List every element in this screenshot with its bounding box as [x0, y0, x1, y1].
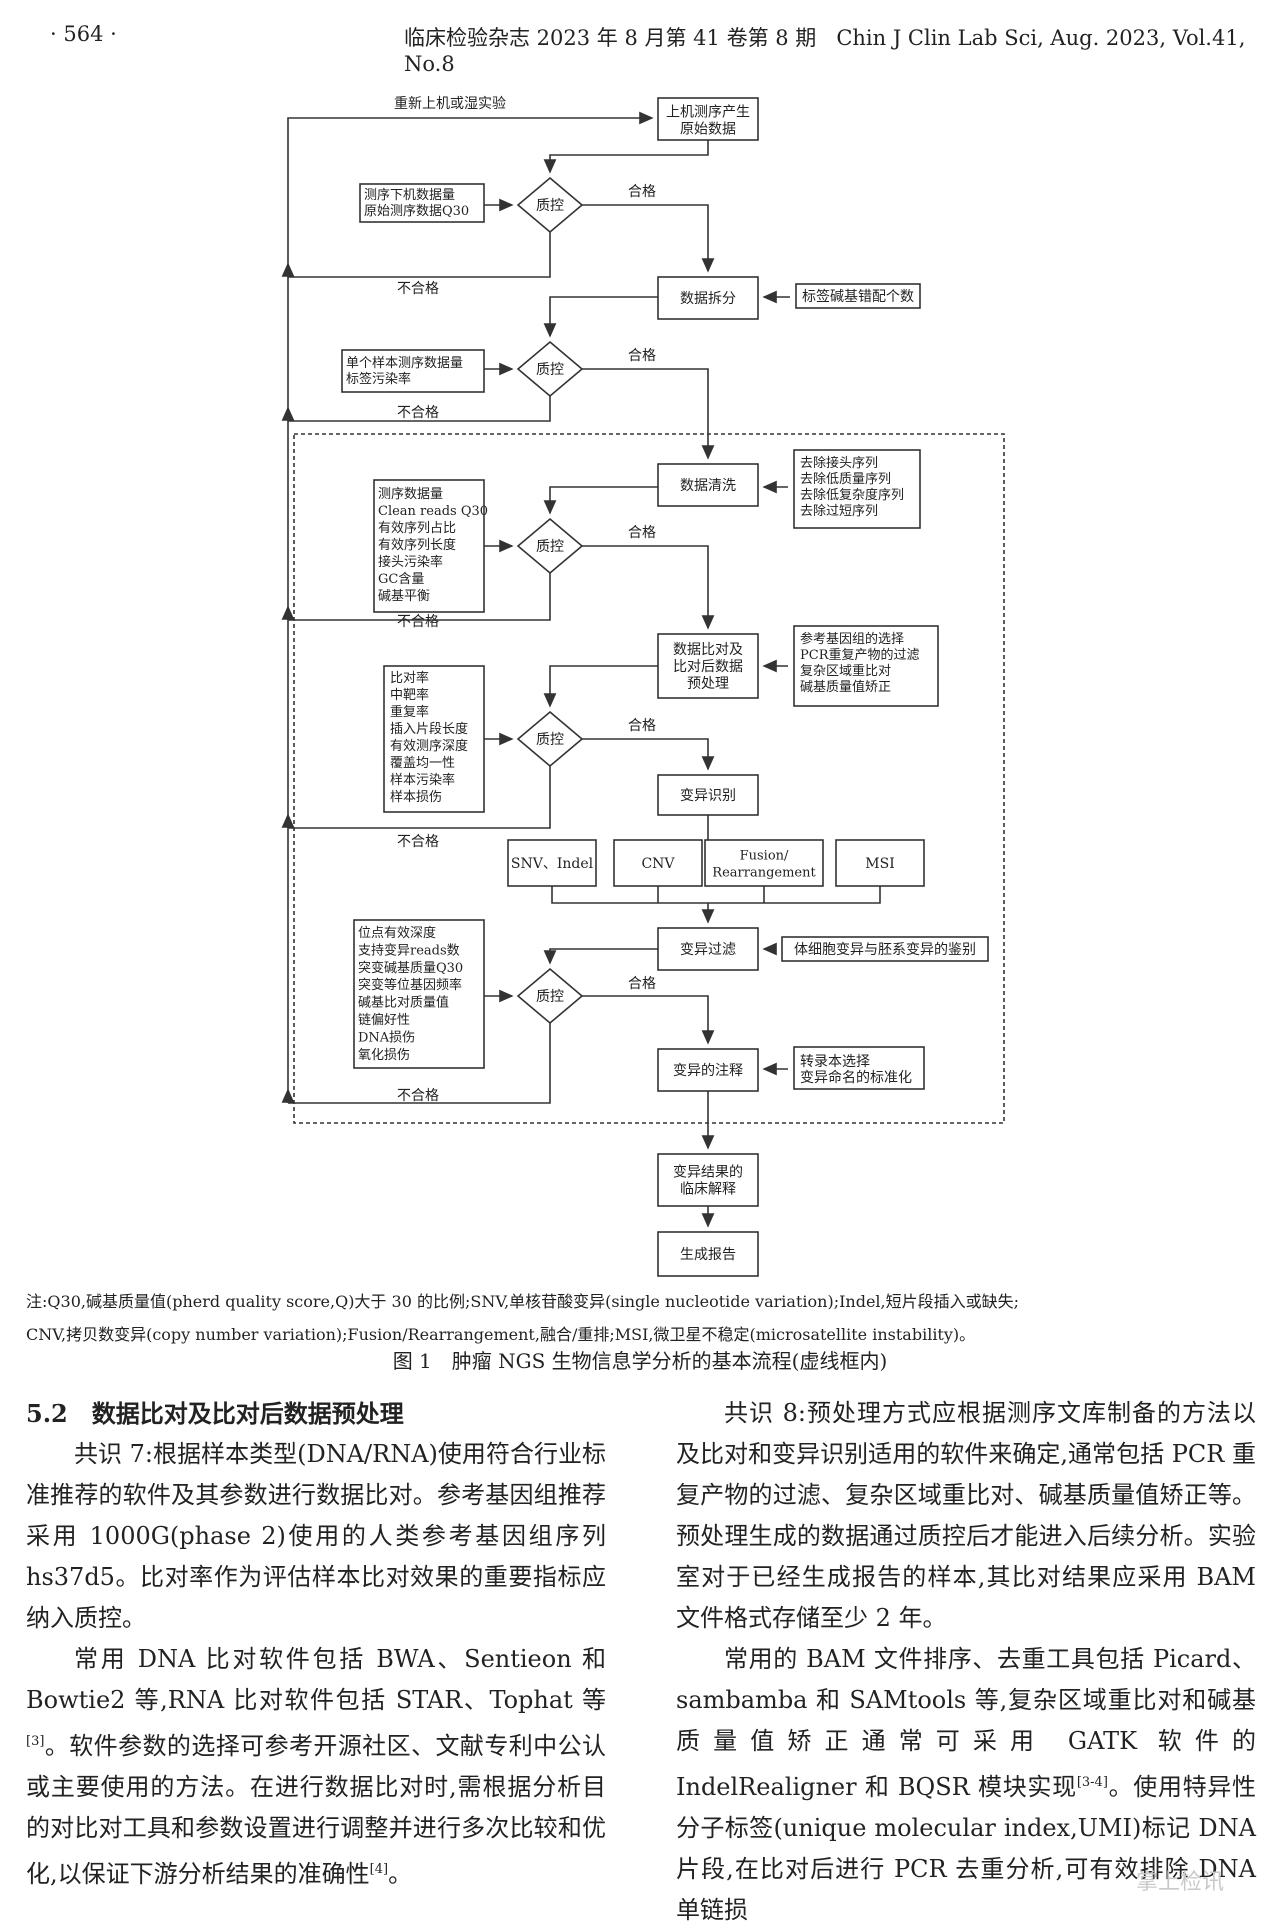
interp-label: 变异结果的临床解释 — [673, 1165, 743, 1198]
demux-box — [657, 276, 759, 320]
qc2-params-label: 单个样本测序数据量标签污染率 — [346, 356, 463, 387]
pass-label-3: 合格 — [628, 525, 656, 541]
qc5-label: 质控 — [536, 989, 564, 1005]
watermark: 掌上检讯 — [1136, 1870, 1225, 1895]
pipeline-dashed-frame — [293, 433, 1005, 1124]
clean-box — [657, 463, 759, 507]
rerun-label: 重新上机或湿实验 — [394, 96, 506, 112]
left-p2-tail: 。软件参数的选择可参考开源社区、文献专利中公认或主要使用的方法。在进行数据比对时… — [26, 1732, 606, 1888]
fail-label-2: 不合格 — [397, 405, 439, 421]
section-heading: 5.2 数据比对及比对后数据预处理 — [26, 1399, 404, 1428]
left-paragraph-2: 常用 DNA 比对软件包括 BWA、Sentieon 和 Bowtie2 等,R… — [26, 1639, 606, 1895]
right-column: 共识 8:预处理方式应根据测序文库制备的方法以及比对和变异识别适用的软件来确定,… — [676, 1393, 1256, 1931]
journal-title-cn: 临床检验杂志 2023 年 8 月第 41 卷第 8 期 — [404, 26, 817, 50]
fail-label-5: 不合格 — [397, 1088, 439, 1104]
qc4-params-label: 比对率中靶率重复率插入片段长度有效测序深度覆盖均一性样本污染率样本损伤 — [390, 670, 468, 805]
ref-3: [3] — [26, 1734, 45, 1749]
right-p2-tail: 。使用特异性分子标签(unique molecular index,UMI)标记… — [676, 1773, 1257, 1924]
figure-note-line1: 注:Q30,碱基质量值(pherd quality score,Q)大于 30 … — [26, 1292, 1020, 1311]
pass-label-1: 合格 — [628, 184, 656, 200]
align-params-box — [793, 625, 939, 707]
start-label: 上机测序产生原始数据 — [666, 105, 750, 138]
left-column: 5.2 数据比对及比对后数据预处理 共识 7:根据样本类型(DNA/RNA)使用… — [26, 1393, 606, 1895]
var-snv-label: SNV、Indel — [511, 856, 594, 872]
journal-title-en: Chin J Clin Lab Sci, Aug. 2023, Vol.41, … — [404, 26, 1246, 76]
figure-caption: 图 1 肿瘤 NGS 生物信息学分析的基本流程(虚线框内) — [392, 1349, 888, 1373]
pass-label-2: 合格 — [628, 348, 656, 364]
loop-line — [287, 111, 654, 1103]
fail-label-4: 不合格 — [397, 834, 439, 850]
report-label: 生成报告 — [680, 1247, 736, 1263]
consensus-7: 共识 7:根据样本类型(DNA/RNA)使用符合行业标准推荐的软件及其参数进行数… — [26, 1440, 606, 1632]
pass-label-5: 合格 — [628, 976, 656, 992]
clean-label: 数据清洗 — [680, 478, 736, 494]
right-paragraph-2: 常用的 BAM 文件排序、去重工具包括 Picard、sambamba 和 SA… — [676, 1639, 1256, 1931]
qc5-params-box — [353, 919, 485, 1069]
qc3-label: 质控 — [536, 539, 564, 555]
ref-4: [4] — [369, 1862, 389, 1877]
annot-label: 变异的注释 — [673, 1063, 743, 1079]
demux-param-box — [795, 283, 921, 309]
qc1-label: 质控 — [536, 198, 564, 214]
var-fusion-label: Fusion/Rearrangement — [712, 849, 816, 881]
var-cnv-label: CNV — [641, 856, 675, 872]
left-p2-end: 。 — [388, 1860, 413, 1888]
page-number: · 564 · — [50, 22, 117, 46]
ref-3-4: [3-4] — [1076, 1775, 1108, 1790]
filter-param-label: 体细胞变异与胚系变异的鉴别 — [794, 942, 976, 958]
filter-label: 变异过滤 — [680, 942, 736, 958]
var-msi-label: MSI — [865, 856, 894, 872]
clean-params-box — [793, 449, 921, 529]
demux-label: 数据拆分 — [680, 291, 736, 307]
left-p2-text: 常用 DNA 比对软件包括 BWA、Sentieon 和 Bowtie2 等,R… — [26, 1645, 606, 1714]
align-label: 数据比对及比对后数据预处理 — [673, 642, 743, 692]
demux-param-label: 标签碱基错配个数 — [802, 288, 914, 305]
journal-header: 临床检验杂志 2023 年 8 月第 41 卷第 8 期 Chin J Clin… — [404, 22, 1280, 76]
right-p2-text: 常用的 BAM 文件排序、去重工具包括 Picard、sambamba 和 SA… — [676, 1645, 1256, 1801]
qc4-label: 质控 — [536, 732, 564, 748]
filter-param-box — [781, 936, 989, 962]
varcall-label: 变异识别 — [680, 788, 736, 804]
pass-label-4: 合格 — [628, 718, 656, 734]
qc1-params-box — [359, 183, 485, 223]
figure-note-line2: CNV,拷贝数变异(copy number variation);Fusion/… — [26, 1325, 976, 1344]
fail-label-3: 不合格 — [397, 614, 439, 630]
qc1-params-label: 测序下机数据量原始测序数据Q30 — [364, 188, 469, 219]
annot-params-label: 转录本选择变异命名的标准化 — [800, 1054, 912, 1086]
qc2-params-box — [341, 349, 485, 393]
consensus-8: 共识 8:预处理方式应根据测序文库制备的方法以及比对和变异识别适用的软件来确定,… — [676, 1399, 1256, 1632]
annot-params-box — [793, 1046, 925, 1090]
clean-params-label: 去除接头序列去除低质量序列去除低复杂度序列去除过短序列 — [800, 455, 904, 519]
fail-label-1: 不合格 — [397, 281, 439, 297]
qc2-label: 质控 — [536, 362, 564, 378]
report-box — [657, 1231, 759, 1277]
